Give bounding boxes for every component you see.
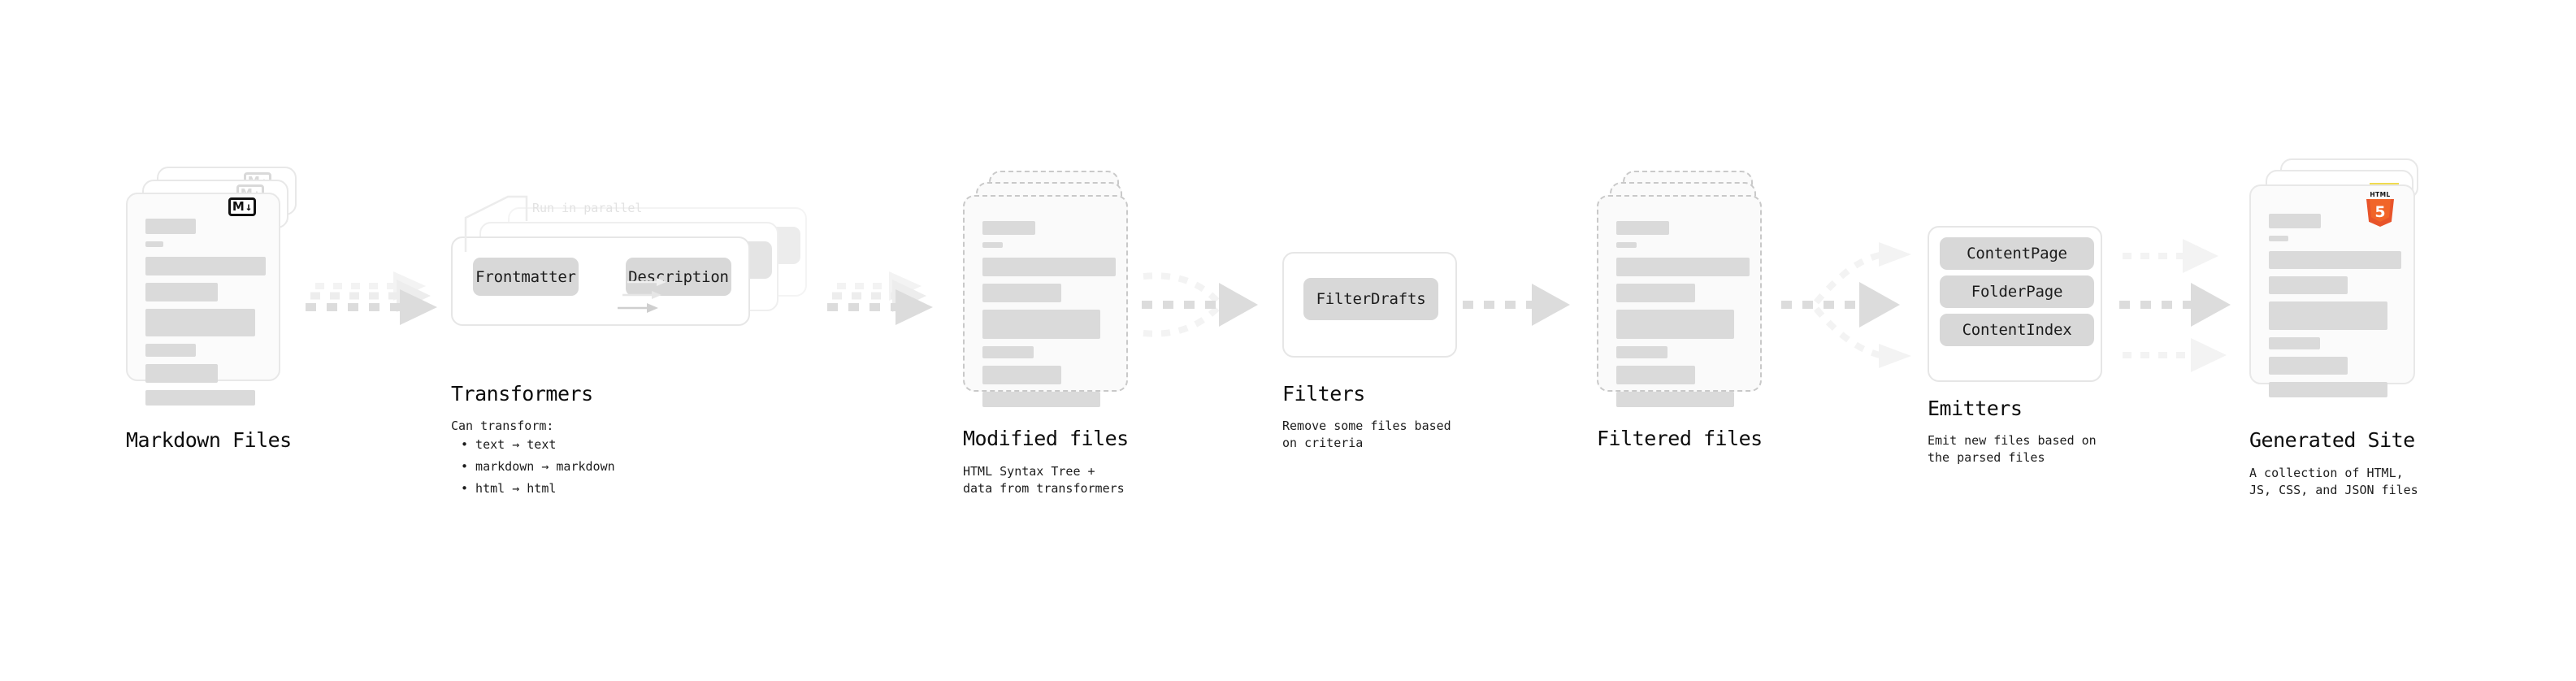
placeholder-bar [2269,382,2387,397]
placeholder-bar [1616,284,1695,302]
emitters-panel: ContentPage FolderPage ContentIndex [1928,226,2102,382]
placeholder-bar [982,284,1061,302]
emitter-chip-folderpage[interactable]: FolderPage [1940,275,2094,308]
placeholder-bar [2269,337,2320,349]
connector-transformers-to-modified [827,271,933,325]
placeholder-bar [145,390,255,406]
connector-filters-to-filtered [1463,284,1570,326]
placeholder-bar [145,364,218,383]
placeholder-bar [982,366,1061,384]
stage-title-filters: Filters [1282,382,1365,406]
stage-title-generated-site: Generated Site [2249,428,2415,452]
transformer-chip-description[interactable]: Description [626,258,731,296]
placeholder-bar [2269,357,2348,375]
connector-filtered-to-emitters [1781,242,1911,368]
placeholder-bar [145,283,218,301]
placeholder-bar [1616,221,1669,235]
filtered-card-stack [1597,171,1776,414]
stage-modified-files [963,171,1142,414]
markdown-card-stack: M↓ M↓ M↓ [126,167,313,419]
stage-title-emitters: Emitters [1928,397,2023,420]
placeholder-bar [1616,242,1637,248]
modified-files-subtitle: HTML Syntax Tree + data from transformer… [963,464,1125,496]
placeholder-bar [2269,276,2348,294]
filtered-placeholder-lines [1616,221,1750,414]
stage-filtered-files [1597,171,1776,414]
filters-subtitle: Remove some files based on criteria [1282,419,1451,450]
placeholder-bar [2269,236,2288,241]
filters-panel: FilterDrafts [1282,252,1457,358]
emitters-subtitle: Emit new files based on the parsed files [1928,433,2097,465]
generated-card-stack: CSS HTML 5 [2249,158,2444,419]
placeholder-bar [982,221,1035,235]
stage-title-transformers: Transformers [451,382,593,406]
stage-title-markdown-files: Markdown Files [126,428,292,452]
stage-generated-site: CSS HTML 5 [2249,158,2444,419]
placeholder-bar [145,241,163,247]
transformers-subtitle: Can transform: [451,419,554,433]
placeholder-bar [145,219,196,234]
run-in-parallel-label: Run in parallel [532,201,643,215]
transformer-panel-front: Frontmatter Description [451,236,750,326]
transformers-bullet-0: • text → text [461,437,557,452]
stage-markdown-files: M↓ M↓ M↓ [126,167,313,419]
placeholder-bar [982,346,1034,358]
generated-placeholder-lines [2269,214,2401,405]
placeholder-bar [982,392,1100,407]
connector-md-to-transformers [306,271,437,325]
generated-site-subtitle: A collection of HTML, JS, CSS, and JSON … [2249,466,2418,497]
filter-chip-filterdrafts[interactable]: FilterDrafts [1303,278,1438,320]
transformers-bullet-1: • markdown → markdown [461,459,615,474]
placeholder-bar [982,258,1116,276]
placeholder-bar [145,257,266,275]
markdown-icon: M↓ [228,197,256,216]
stage-title-modified-files: Modified files [963,427,1129,450]
emitter-chip-contentpage[interactable]: ContentPage [1940,237,2094,270]
placeholder-bar [2269,251,2401,269]
modified-card-stack [963,171,1142,414]
transformers-bullet-2: • html → html [461,481,557,496]
markdown-placeholder-lines [145,219,266,413]
placeholder-bar [1616,366,1695,384]
modified-placeholder-lines [982,221,1116,414]
html5-icon-shield: 5 [2366,199,2394,227]
connector-modified-to-filters [1142,272,1258,337]
placeholder-bar [2269,214,2321,228]
connector-emitters-to-site [2119,239,2231,372]
stage-title-filtered-files: Filtered files [1597,427,1763,450]
markdown-card-front [126,193,280,406]
emitter-chip-contentindex[interactable]: ContentIndex [1940,314,2094,346]
transformer-chip-frontmatter[interactable]: Frontmatter [473,258,579,296]
placeholder-bar [1616,392,1734,407]
placeholder-bar [145,309,255,336]
placeholder-bar [1616,310,1734,339]
placeholder-bar [1616,346,1667,358]
modified-card-front [963,195,1128,407]
markdown-icon-letter: M [232,199,245,214]
filtered-card-front [1597,195,1762,407]
placeholder-bar [982,310,1100,339]
placeholder-bar [2269,301,2387,330]
markdown-icon-arrow: ↓ [245,200,253,214]
placeholder-bar [982,242,1003,248]
html5-icon-number: 5 [2374,203,2386,221]
html5-icon: HTML 5 [2366,191,2395,227]
placeholder-bar [145,344,196,357]
html5-icon-caption: HTML [2370,191,2391,198]
placeholder-bar [1616,258,1750,276]
